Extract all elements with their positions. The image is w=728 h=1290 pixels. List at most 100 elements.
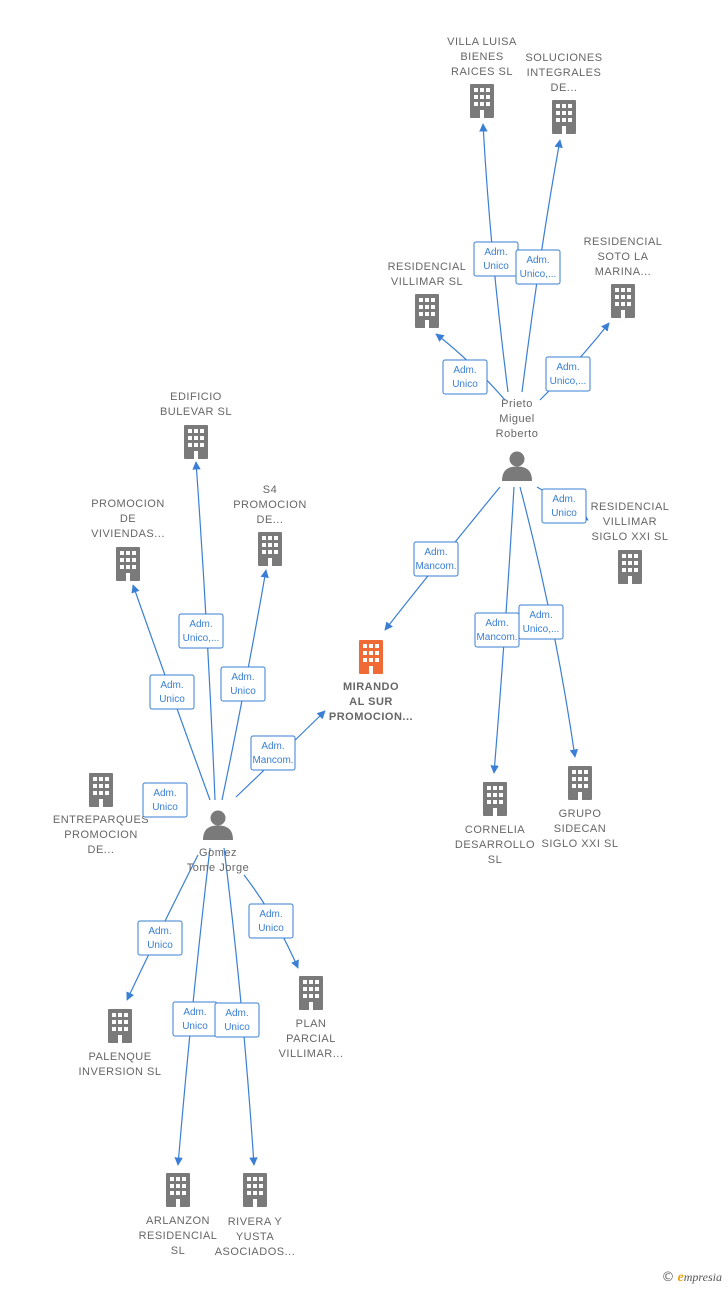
- relation-label-gomez-bulevar[interactable]: Adm.Unico,...: [178, 613, 224, 649]
- node-label: RESIDENCIAL: [139, 1230, 218, 1242]
- relation-label-prieto-resvillimar[interactable]: Adm.Unico: [442, 359, 488, 395]
- relation-text: Adm.: [552, 494, 575, 505]
- node-label: PLAN: [296, 1018, 327, 1030]
- node-sotomarina[interactable]: RESIDENCIAL SOTO LA MARINA...: [584, 236, 663, 318]
- node-plan[interactable]: PLAN PARCIAL VILLIMAR...: [279, 976, 344, 1060]
- building-icon: [116, 547, 140, 581]
- brand-logo-text: mpresia: [683, 1270, 722, 1284]
- relation-label-gomez-plan[interactable]: Adm.Unico: [248, 903, 294, 939]
- relation-label-prieto-siglo[interactable]: Adm. Unico: [541, 488, 587, 524]
- building-icon: [258, 532, 282, 566]
- node-label: PROMOCION...: [329, 711, 413, 723]
- node-label: DE...: [551, 82, 578, 94]
- relation-label-gomez-entreparques[interactable]: Adm.Unico: [142, 782, 188, 818]
- building-icon: [415, 294, 439, 328]
- person-icon: [502, 451, 532, 481]
- building-icon: [89, 773, 113, 807]
- building-icon: [184, 425, 208, 459]
- node-viviendas[interactable]: PROMOCIONDEVIVIENDAS...: [91, 498, 165, 581]
- node-label: RESIDENCIAL: [591, 501, 670, 513]
- node-label: GRUPO: [559, 808, 602, 820]
- node-label: RESIDENCIAL: [584, 236, 663, 248]
- node-label: Gomez: [199, 847, 237, 859]
- relation-text: Adm.: [484, 247, 507, 258]
- building-icon: [611, 284, 635, 318]
- relation-box: [545, 356, 591, 392]
- relation-text: Adm.: [231, 672, 254, 683]
- relation-box: [248, 903, 294, 939]
- relation-label-prieto-mirando[interactable]: Adm.Mancom.: [413, 541, 459, 577]
- relation-box: [178, 613, 224, 649]
- node-siglo[interactable]: RESIDENCIAL VILLIMAR SIGLO XXI SL: [591, 501, 670, 584]
- relation-label-prieto-cornelia[interactable]: Adm. Mancom.: [474, 612, 520, 648]
- relation-label-gomez-mirando[interactable]: Adm.Mancom.: [250, 735, 296, 771]
- relation-text: Unico: [258, 923, 284, 934]
- relation-text: Adm.: [556, 362, 579, 373]
- relation-text: Unico: [230, 686, 256, 697]
- node-label: Tome Jorge: [187, 862, 249, 874]
- node-label: RIVERA Y: [228, 1216, 283, 1228]
- relation-text: Adm.: [526, 255, 549, 266]
- node-entreparques[interactable]: ENTREPARQUESPROMOCIONDE...: [53, 773, 149, 856]
- node-label: PARCIAL: [286, 1033, 336, 1045]
- relation-text: Adm.: [261, 741, 284, 752]
- relation-text: Mancom.: [415, 561, 456, 572]
- node-rivera[interactable]: RIVERA YYUSTAASOCIADOS...: [215, 1173, 296, 1258]
- relation-text: Adm.: [160, 680, 183, 691]
- node-label: SIGLO XXI SL: [592, 531, 669, 543]
- node-label: INVERSION SL: [78, 1066, 161, 1078]
- node-label: S4: [263, 484, 277, 496]
- relation-text: Unico: [159, 694, 185, 705]
- node-label: SOTO LA: [598, 251, 649, 263]
- node-label: BIENES: [460, 51, 503, 63]
- building-icon: [618, 550, 642, 584]
- footer-brand: © empresia: [662, 1270, 722, 1286]
- node-soluciones[interactable]: SOLUCIONESINTEGRALESDE...: [525, 52, 602, 134]
- node-label: RAICES SL: [451, 66, 513, 78]
- node-label: DE...: [257, 514, 284, 526]
- node-s4[interactable]: S4PROMOCIONDE...: [233, 484, 307, 566]
- relation-text: Unico: [551, 508, 577, 519]
- node-label: MARINA...: [595, 266, 651, 278]
- relation-text: Unico: [147, 940, 173, 951]
- node-label: DE...: [88, 844, 115, 856]
- node-label: VILLIMAR: [603, 516, 657, 528]
- relation-text: Mancom.: [476, 632, 517, 643]
- relation-box: [518, 604, 564, 640]
- relation-label-gomez-rivera[interactable]: Adm.Unico: [214, 1002, 260, 1038]
- relation-text: Unico: [224, 1022, 250, 1033]
- node-label: AL SUR: [349, 696, 393, 708]
- relation-text: Adm.: [485, 618, 508, 629]
- relation-label-prieto-soluciones[interactable]: Adm.Unico,...: [515, 249, 561, 285]
- node-label: SL: [171, 1245, 185, 1257]
- relation-label-gomez-viviendas[interactable]: Adm. Unico: [149, 674, 195, 710]
- relation-box: [220, 666, 266, 702]
- relation-box: [541, 488, 587, 524]
- relation-label-gomez-arlanzon[interactable]: Adm.Unico: [172, 1001, 218, 1037]
- node-label: VILLIMAR...: [279, 1048, 344, 1060]
- relation-label-prieto-sotomarina[interactable]: Adm.Unico,...: [545, 356, 591, 392]
- relation-box: [250, 735, 296, 771]
- node-label: ENTREPARQUES: [53, 814, 149, 826]
- node-label: DE: [120, 513, 136, 525]
- relation-label-prieto-sidecan[interactable]: Adm.Unico,...: [518, 604, 564, 640]
- relation-label-prieto-villaluisa[interactable]: Adm.Unico: [473, 241, 519, 277]
- relation-box: [149, 674, 195, 710]
- building-icon: [108, 1009, 132, 1043]
- relation-text: Unico: [182, 1021, 208, 1032]
- relation-label-gomez-palenque[interactable]: Adm.Unico: [137, 920, 183, 956]
- relation-label-gomez-s4[interactable]: Adm. Unico: [220, 666, 266, 702]
- relation-box: [515, 249, 561, 285]
